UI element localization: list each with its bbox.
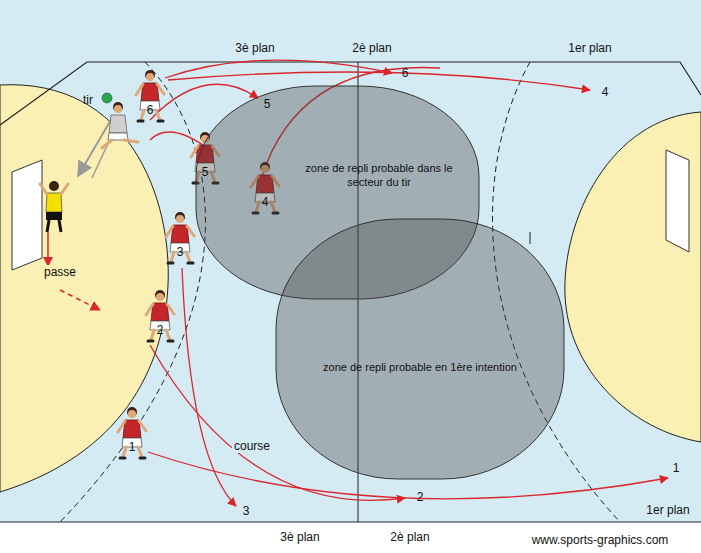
callout-number: 2 [415,490,426,504]
callout-number: 3 [241,504,252,518]
callout-number: 6 [145,103,156,117]
callout-number: 6 [400,66,411,80]
callout-number: 3 [175,245,186,259]
text-label: course [232,439,272,453]
text-label: 3è plan [233,41,276,55]
callout-number: 1 [127,440,138,454]
zone-outline [276,219,564,479]
text-label: www.sports-graphics.com [530,533,671,547]
text-label: 1er plan [644,503,691,517]
text-label: 2è plan [350,41,393,55]
zone-label: zone de repli probable dans le secteur d… [293,161,465,189]
callout-number: 5 [262,97,273,111]
text-label: 1er plan [566,41,613,55]
zone-region: zone de repli probable en 1ère intention [275,218,565,480]
zone-label: zone de repli probable en 1ère intention [285,360,555,374]
text-label: 3è plan [278,530,321,544]
zone-shape [275,218,565,480]
callout-number: 5 [200,165,211,179]
text-label: 2è plan [388,530,431,544]
text-label: passe [42,265,78,279]
callout-number: 1 [671,461,682,475]
text-label: tir [81,93,95,107]
callout-number: 4 [260,195,271,209]
callout-number: 4 [600,85,611,99]
callout-number: 2 [155,323,166,337]
